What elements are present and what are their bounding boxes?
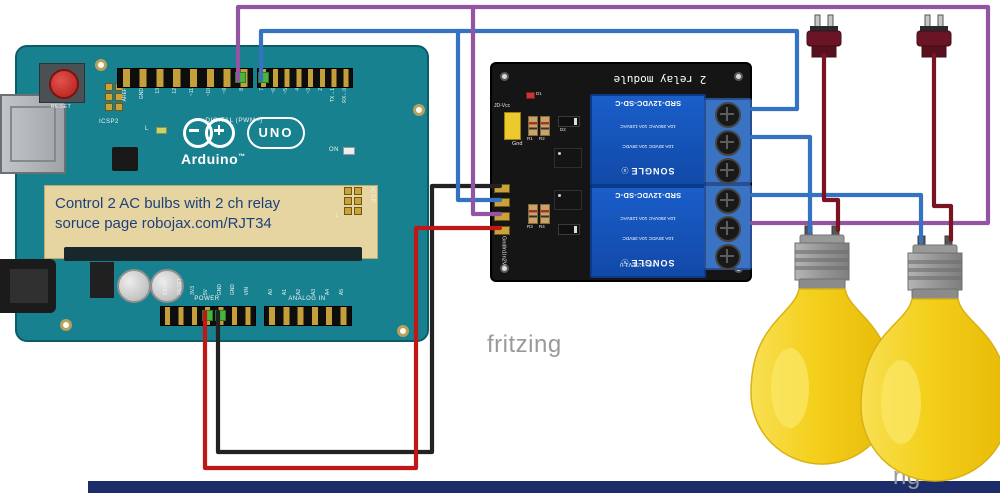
resistor xyxy=(540,204,550,224)
plug1-collar xyxy=(810,26,838,33)
fritzing-watermark: fritzing xyxy=(487,331,562,358)
digital-header-right xyxy=(257,68,353,88)
plug2-collar xyxy=(920,26,948,33)
component-label: D2 xyxy=(560,127,566,132)
icsp-header xyxy=(344,187,362,215)
component-label: R2 xyxy=(539,136,545,141)
relay-2: SONGLEⓤ 10A 30VDC 10A 28VDC 10A 250VAC 1… xyxy=(590,186,706,278)
mounting-hole xyxy=(95,59,107,71)
note-line1: Control 2 AC bulbs with 2 ch relay xyxy=(55,195,281,212)
digital-header-left xyxy=(117,68,253,88)
resistor xyxy=(528,204,538,224)
pin8-connection-point xyxy=(235,72,246,83)
note-line2: soruce page robojax.com/RJT34 xyxy=(55,215,272,232)
screw-terminal xyxy=(715,102,741,128)
screw-terminal xyxy=(715,188,741,214)
light-bulb-2 xyxy=(860,235,1000,482)
screw-terminal xyxy=(715,130,741,156)
component-label: R3 xyxy=(527,224,533,229)
wire-relay2-to-bulb2-blue xyxy=(749,192,924,245)
icsp-label: ICSP xyxy=(369,187,375,204)
wire-in2-purple-branch xyxy=(470,4,503,217)
wire-5v-red xyxy=(202,225,503,471)
component-label: R4 xyxy=(539,224,545,229)
logo-plus-icon xyxy=(217,125,220,135)
arduino-brand-text: Arduino xyxy=(181,151,239,167)
mounting-hole xyxy=(60,319,72,331)
analog-header xyxy=(264,306,352,326)
usb-interface-chip xyxy=(112,147,138,171)
uno-badge: UNO xyxy=(247,117,305,149)
terminal-block-ch1 xyxy=(704,98,752,184)
pin7-connection-point xyxy=(258,72,269,83)
icsp-pin1-label: 1 xyxy=(335,213,339,219)
wire-pin7-blue xyxy=(258,28,800,112)
atmega-chip xyxy=(64,247,362,261)
pin-gnd-connection-point xyxy=(215,310,226,321)
usb-port xyxy=(0,94,66,174)
wire-in1-blue-branch xyxy=(455,28,503,203)
reset-label: RESET xyxy=(50,104,72,110)
wire-pin8-purple xyxy=(235,4,991,226)
mounting-hole xyxy=(500,264,509,273)
mounting-hole xyxy=(413,104,425,116)
arduino-brand: Arduino™ xyxy=(181,151,246,167)
pin-5v-connection-point xyxy=(202,310,213,321)
jumper-label: JD-Vcc xyxy=(494,103,511,109)
ac-plug-2 xyxy=(916,14,952,58)
power-jack xyxy=(0,259,56,313)
screw-terminal xyxy=(715,158,741,184)
optocoupler xyxy=(554,190,582,210)
wire-gnd-black xyxy=(215,183,503,455)
arduino-logo-icon xyxy=(205,118,235,148)
on-led xyxy=(343,147,355,155)
voltage-regulator xyxy=(90,262,114,298)
on-led-label: ON xyxy=(329,147,339,153)
optocoupler xyxy=(554,148,582,168)
reset-button xyxy=(39,63,85,103)
logo-minus-icon xyxy=(189,129,199,132)
wire-relay1-to-bulb1-blue xyxy=(749,134,813,235)
screw-terminal xyxy=(715,244,741,270)
trademark: ™ xyxy=(238,153,246,161)
diode xyxy=(558,224,580,235)
reset-button-cap xyxy=(49,69,79,99)
header-pin-labels: GndIn1In2Vcc xyxy=(500,236,507,271)
relay-1: SONGLEⓤ 10A 30VDC 10A 28VDC 10A 250VAC 1… xyxy=(590,94,706,186)
gnd-silk-label: Gnd xyxy=(512,141,523,147)
analog-caption: ANALOG IN xyxy=(288,296,326,302)
wire-plug1-to-bulb1-darkred xyxy=(821,52,841,233)
ac-plug-1 xyxy=(806,14,842,58)
icsp2-label: ICSP2 xyxy=(99,119,119,125)
status-led xyxy=(526,92,535,99)
vcc-pin xyxy=(494,226,510,235)
relay-module: 2 relay module SONGLEⓤ 10A 30VDC 10A 28V… xyxy=(490,62,752,282)
jd-vcc-jumper xyxy=(504,112,521,140)
led-l-label: L xyxy=(145,126,149,132)
wire-plug2-to-bulb2-darkred xyxy=(931,52,954,243)
capacitor xyxy=(150,269,184,303)
resistor xyxy=(540,116,550,136)
note-sticker: Control 2 AC bulbs with 2 ch relay soruc… xyxy=(44,185,378,259)
terminal-block-ch2 xyxy=(704,184,752,270)
bottom-bar xyxy=(88,481,1000,493)
mounting-hole xyxy=(500,72,509,81)
mounting-hole xyxy=(397,325,409,337)
mounting-hole xyxy=(734,72,743,81)
in2-pin xyxy=(494,212,510,221)
digital-caption: DIGITAL (PWM~) xyxy=(205,117,263,124)
led-l xyxy=(156,127,167,134)
resistor xyxy=(528,116,538,136)
power-caption: POWER xyxy=(194,296,220,302)
component-label: R1 xyxy=(527,136,533,141)
screw-terminal xyxy=(715,216,741,242)
component-label: D1 xyxy=(536,91,542,96)
diode xyxy=(558,116,580,127)
gnd-pin xyxy=(494,184,510,193)
light-bulb-1 xyxy=(750,225,894,465)
in1-pin xyxy=(494,198,510,207)
